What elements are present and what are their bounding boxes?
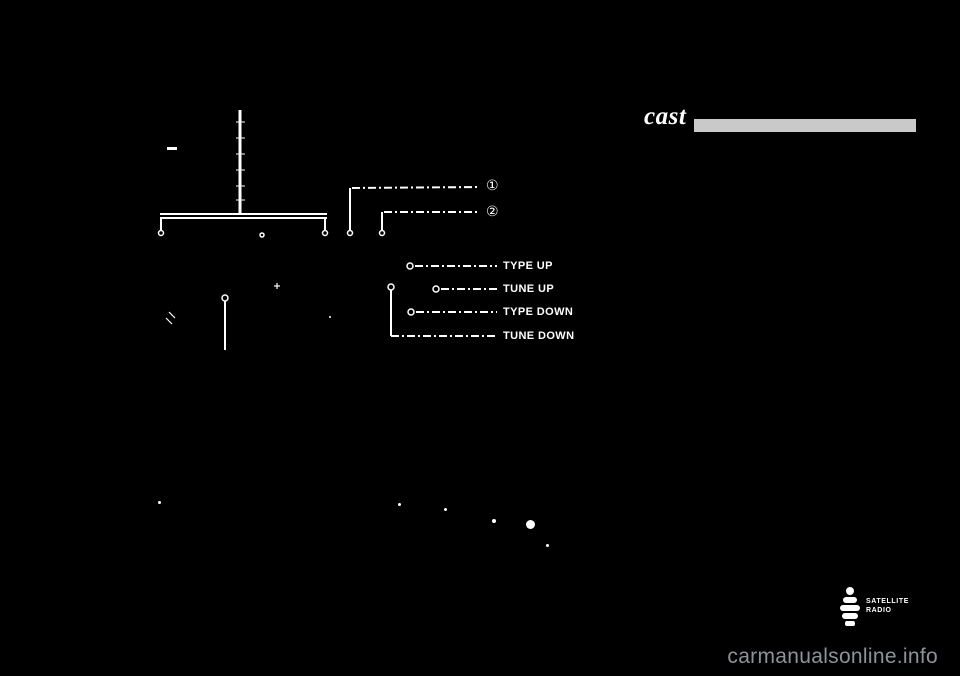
wiring-diagram — [157, 110, 497, 350]
page-heading-fragment: cast — [644, 103, 687, 130]
wire-callout-1 — [346, 186, 481, 237]
label-type-up: TYPE UP — [503, 260, 553, 272]
label-tune-up: TUNE UP — [503, 283, 555, 295]
section-heading-bar — [694, 119, 916, 132]
satellite-radio-label-line2: RADIO — [866, 607, 892, 614]
label-tune-down: TUNE DOWN — [503, 330, 575, 342]
speck — [526, 520, 535, 529]
callout-1: ① — [486, 178, 499, 194]
speck — [329, 316, 331, 318]
satellite-radio-icon — [840, 587, 860, 626]
satellite-radio-label-line1: SATELLITE — [866, 598, 909, 605]
wire-tune-up — [432, 285, 497, 293]
wire-tune-down — [387, 283, 497, 337]
speck — [444, 508, 447, 511]
speck — [398, 503, 401, 506]
dash-mark — [167, 147, 177, 150]
callout-2: ② — [486, 204, 499, 220]
scan-noise — [165, 283, 280, 325]
harness-drops — [157, 218, 329, 238]
speck — [492, 519, 496, 523]
speck — [546, 544, 549, 547]
speck — [158, 501, 161, 504]
wire-type-up — [406, 262, 497, 270]
label-type-down: TYPE DOWN — [503, 306, 574, 318]
lead-wire — [221, 294, 229, 350]
wire-type-down — [407, 308, 497, 316]
wire-callout-2 — [378, 211, 480, 237]
harness-bar — [160, 213, 327, 219]
watermark: carmanualsonline.info — [727, 645, 938, 668]
satellite-radio-label: SATELLITE RADIO — [866, 597, 909, 615]
harness-trunk — [236, 110, 245, 214]
